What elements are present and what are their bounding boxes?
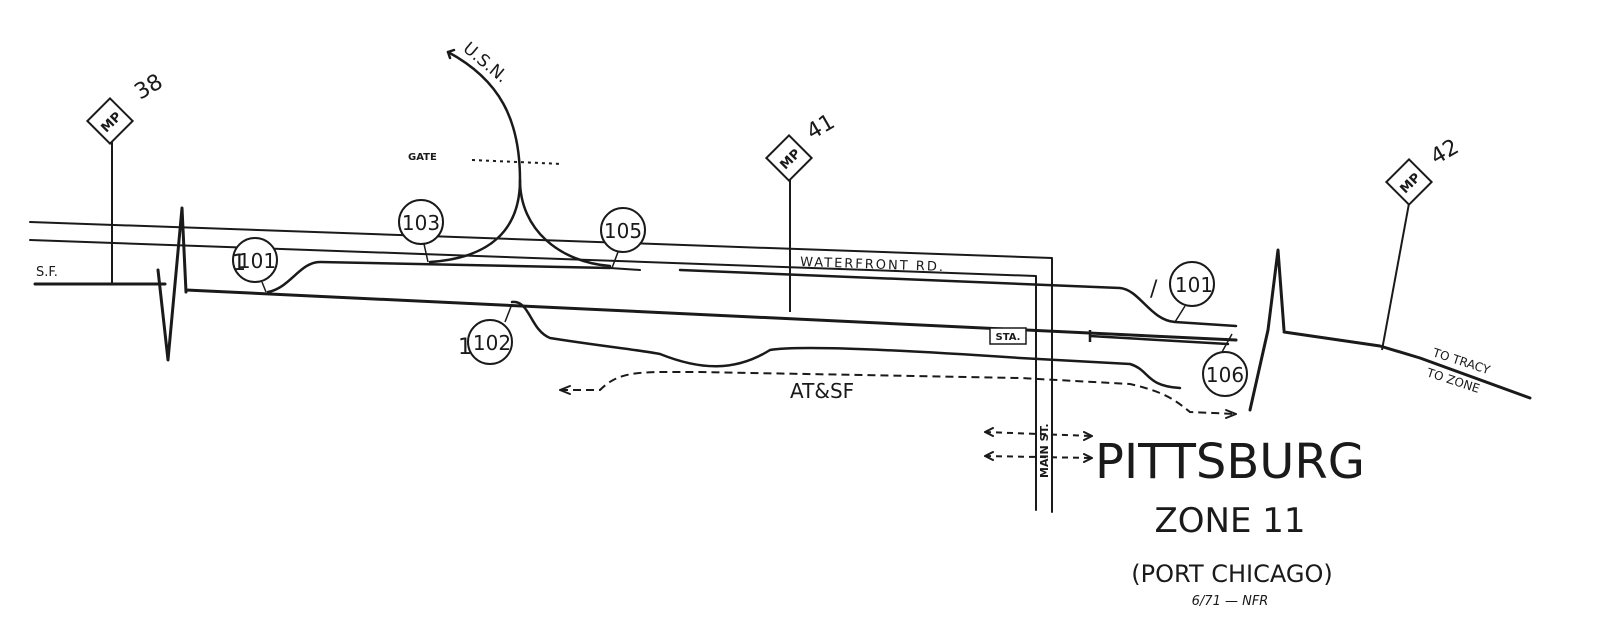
switch-101-east-tick: / — [1150, 277, 1158, 302]
waterfront-road-upper-edge — [29, 221, 1053, 513]
atsf-line — [560, 370, 1237, 415]
switch-101-east: / 101 — [1150, 261, 1215, 323]
city-title: PITTSBURG — [1095, 434, 1365, 490]
switch-106: 106 — [1202, 333, 1248, 397]
switch-105: 105 — [600, 207, 646, 269]
svg-text:105: 105 — [604, 219, 642, 243]
gate-line — [471, 159, 563, 165]
station-label: STA. — [996, 332, 1021, 343]
credit-note: 6/71 — NFR — [1192, 594, 1269, 609]
main-line-east — [1282, 330, 1532, 400]
switch-102-tick: 1 — [458, 335, 472, 360]
siding-south — [510, 300, 1182, 390]
crossing-lower — [984, 455, 1093, 459]
crossing-lower-arrows — [984, 451, 1093, 463]
svg-text:106: 106 — [1206, 363, 1244, 387]
crossing-upper-arrows — [984, 427, 1093, 441]
main-line — [184, 288, 1238, 342]
atsf-arrow-east — [1225, 409, 1237, 419]
mp38-sign: MP 38 — [85, 70, 168, 146]
station-spur — [1088, 334, 1230, 346]
switch-102: 1 102 — [458, 303, 513, 365]
mp42-sign: MP 42 — [1384, 135, 1464, 207]
sub-title: (PORT CHICAGO) — [1131, 560, 1332, 588]
switch-103: 103 — [398, 199, 444, 263]
break-symbol-east — [1248, 248, 1286, 412]
mp41-number: 41 — [803, 110, 840, 146]
usn-wye-west-leg — [428, 50, 522, 264]
waterfront-rd-label: WATERFRONT RD. — [800, 255, 945, 275]
svg-text:101: 101 — [1175, 273, 1213, 297]
switch-101-west-tick: 1 — [232, 251, 246, 276]
crossing-upper — [984, 431, 1093, 437]
siding-east — [678, 268, 1238, 328]
station-box — [989, 327, 1027, 345]
atsf-arrow-west — [559, 385, 571, 395]
waterfront-road-lower-edge — [29, 239, 1037, 511]
usn-arrow — [446, 48, 456, 60]
usn-wye-east-leg — [518, 178, 612, 268]
mp38-number: 38 — [131, 70, 168, 106]
break-symbol-west — [156, 206, 188, 362]
siding-west — [266, 260, 612, 294]
svg-text:101: 101 — [238, 249, 276, 273]
gate-label: GATE — [408, 152, 437, 163]
mp42-pole — [1381, 197, 1411, 351]
main-st-label: MAIN ST. — [1038, 423, 1051, 478]
spur-105 — [609, 267, 641, 271]
zone-title: ZONE 11 — [1154, 501, 1305, 541]
atsf-label: AT&SF — [790, 379, 854, 403]
switch-101-west: 1 101 — [232, 237, 278, 293]
mp42-number: 42 — [1427, 135, 1464, 171]
sf-label: S.F. — [36, 265, 58, 280]
svg-text:102: 102 — [473, 331, 511, 355]
svg-text:103: 103 — [402, 211, 440, 235]
mp41-sign: MP 41 — [764, 110, 840, 183]
